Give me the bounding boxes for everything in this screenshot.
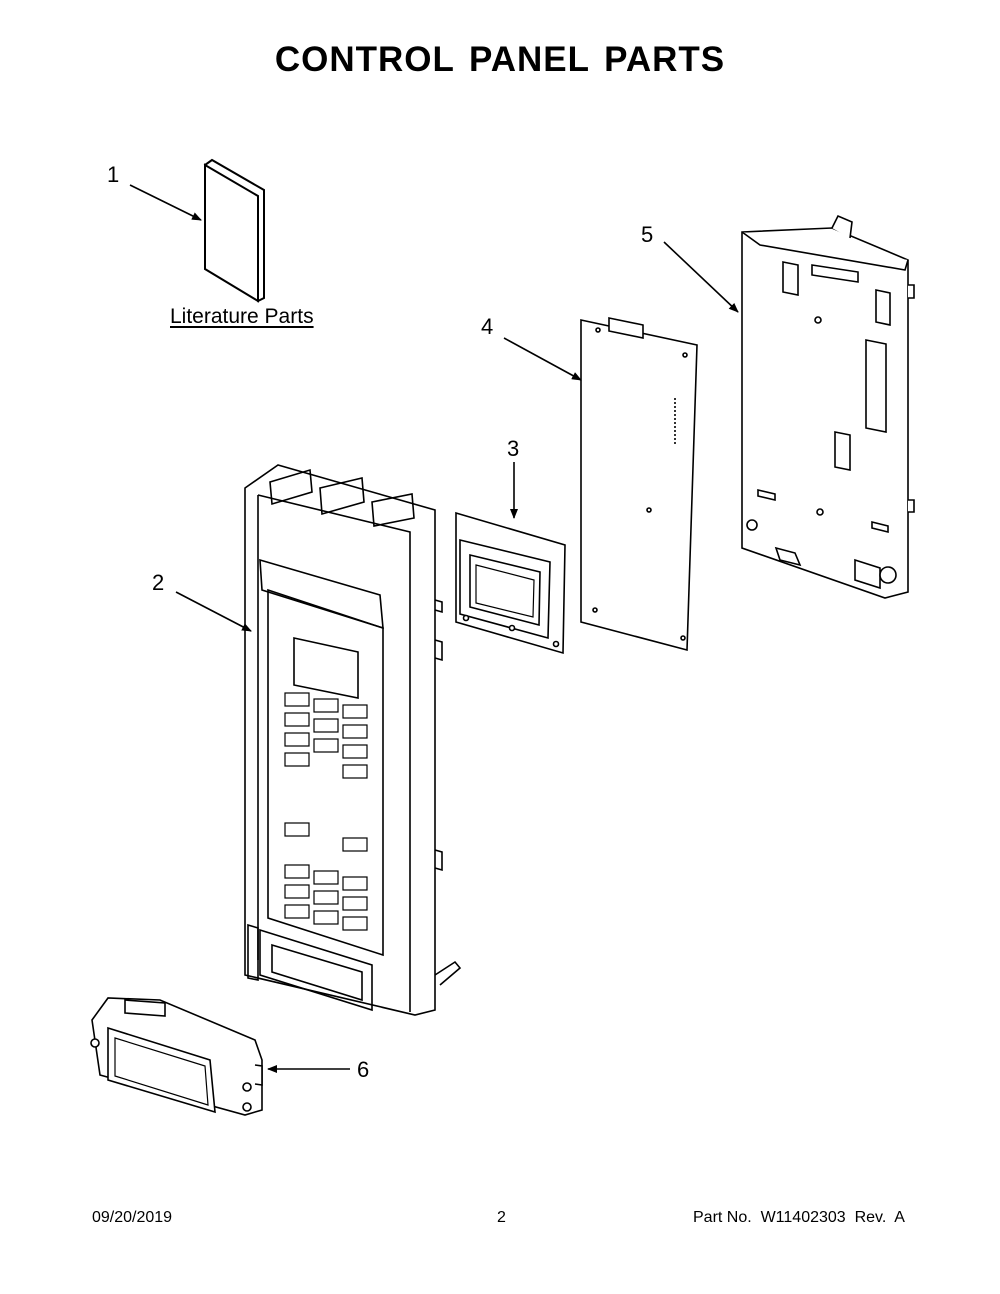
callout-4: 4	[481, 314, 494, 339]
footer-date: 09/20/2019	[92, 1209, 173, 1226]
part-1-literature-booklet	[203, 158, 265, 303]
callout-6: 6	[357, 1057, 370, 1082]
callout-5: 5	[641, 222, 654, 247]
page-title: CONTROL PANEL PARTS	[274, 40, 726, 79]
callout-3: 3	[507, 436, 520, 461]
callout-1: 1	[107, 162, 120, 187]
footer-part-number: Part No. W11402303 Rev. A	[693, 1209, 905, 1226]
literature-parts-label: Literature Parts	[170, 305, 314, 328]
footer-page-number: 2	[497, 1209, 506, 1226]
part-6-lower-module	[90, 997, 263, 1116]
part-2-control-panel-housing	[244, 464, 462, 1016]
part-5-rear-housing	[741, 214, 915, 599]
part-3-display-module	[455, 511, 566, 655]
leader-arrows	[129, 184, 739, 1073]
callout-2: 2	[152, 570, 165, 595]
part-4-circuit-board	[580, 317, 698, 652]
